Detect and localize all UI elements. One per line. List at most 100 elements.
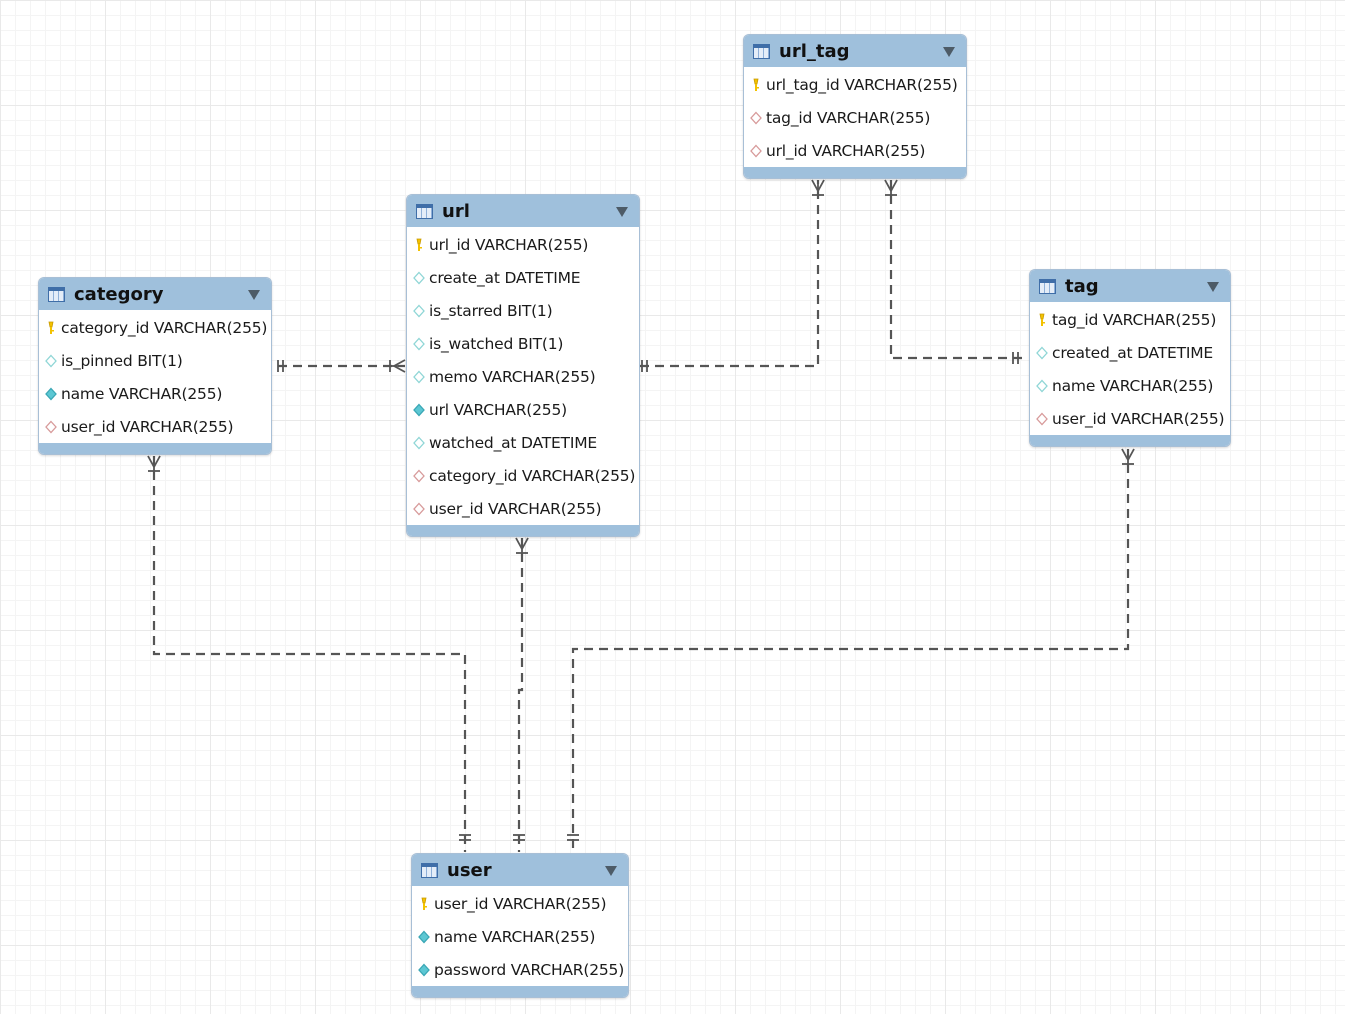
crows-foot-mark bbox=[393, 359, 406, 367]
column-row[interactable]: category_id VARCHAR(255) bbox=[39, 311, 271, 344]
collapse-arrow-icon[interactable] bbox=[616, 207, 628, 217]
column-label: name VARCHAR(255) bbox=[61, 384, 223, 403]
table-footer bbox=[1030, 435, 1230, 446]
column-label: create_at DATETIME bbox=[429, 268, 581, 287]
column-row[interactable]: is_pinned BIT(1) bbox=[39, 344, 271, 377]
crows-foot-mark bbox=[521, 537, 529, 550]
nullable-column-icon bbox=[413, 271, 425, 284]
collapse-arrow-icon[interactable] bbox=[605, 866, 617, 876]
column-label: memo VARCHAR(255) bbox=[429, 367, 596, 386]
column-row[interactable]: create_at DATETIME bbox=[407, 261, 639, 294]
table-user[interactable]: user user_id VARCHAR(255) name VARCHAR(255… bbox=[411, 853, 629, 998]
relationship-url-tag-tag bbox=[889, 180, 1028, 360]
column-label: url_tag_id VARCHAR(255) bbox=[766, 75, 958, 94]
crows-foot-mark bbox=[1121, 448, 1129, 461]
foreign-key-icon bbox=[413, 469, 425, 482]
column-label: url_id VARCHAR(255) bbox=[766, 141, 926, 160]
nullable-column-icon bbox=[413, 370, 425, 383]
column-label: tag_id VARCHAR(255) bbox=[766, 108, 931, 127]
column-label: tag_id VARCHAR(255) bbox=[1052, 310, 1217, 329]
foreign-key-icon bbox=[750, 144, 762, 157]
relationship-url-user bbox=[517, 538, 524, 852]
table-header[interactable]: url_tag bbox=[744, 35, 966, 67]
table-title: category bbox=[74, 283, 164, 305]
crows-foot-mark bbox=[890, 179, 898, 192]
table-icon bbox=[753, 43, 770, 59]
column-label: is_starred BIT(1) bbox=[429, 301, 553, 320]
table-title: user bbox=[447, 859, 492, 881]
nullable-column-icon bbox=[413, 337, 425, 350]
column-row[interactable]: url_tag_id VARCHAR(255) bbox=[744, 68, 966, 101]
column-row[interactable]: name VARCHAR(255) bbox=[412, 920, 628, 953]
column-row[interactable]: tag_id VARCHAR(255) bbox=[744, 101, 966, 134]
table-url[interactable]: url url_id VARCHAR(255) create_at DATETIME… bbox=[406, 194, 640, 537]
foreign-key-icon bbox=[413, 502, 425, 515]
crows-foot-mark bbox=[884, 179, 892, 192]
column-row[interactable]: is_starred BIT(1) bbox=[407, 294, 639, 327]
table-footer bbox=[744, 167, 966, 178]
column-row[interactable]: tag_id VARCHAR(255) bbox=[1030, 303, 1230, 336]
nullable-column-icon bbox=[413, 436, 425, 449]
table-header[interactable]: category bbox=[39, 278, 271, 310]
relationship-url-tag-url bbox=[640, 180, 820, 368]
table-footer bbox=[407, 525, 639, 536]
table-icon bbox=[1039, 278, 1056, 294]
collapse-arrow-icon[interactable] bbox=[1207, 282, 1219, 292]
crows-foot-mark bbox=[1127, 448, 1135, 461]
column-row[interactable]: user_id VARCHAR(255) bbox=[39, 410, 271, 443]
column-label: is_pinned BIT(1) bbox=[61, 351, 183, 370]
column-row[interactable]: created_at DATETIME bbox=[1030, 336, 1230, 369]
collapse-arrow-icon[interactable] bbox=[248, 290, 260, 300]
table-icon bbox=[48, 286, 65, 302]
column-row[interactable]: memo VARCHAR(255) bbox=[407, 360, 639, 393]
crows-foot-mark bbox=[393, 365, 406, 373]
nullable-column-icon bbox=[1036, 346, 1048, 359]
primary-key-icon bbox=[750, 78, 762, 91]
column-label: user_id VARCHAR(255) bbox=[434, 894, 607, 913]
column-row[interactable]: name VARCHAR(255) bbox=[1030, 369, 1230, 402]
crows-foot-mark bbox=[817, 179, 825, 192]
crows-foot-mark bbox=[811, 179, 819, 192]
foreign-key-icon bbox=[1036, 412, 1048, 425]
table-tag[interactable]: tag tag_id VARCHAR(255) created_at DATETIM… bbox=[1029, 269, 1231, 447]
table-url-tag[interactable]: url_tag url_tag_id VARCHAR(255) tag_id VAR… bbox=[743, 34, 967, 179]
column-row[interactable]: url_id VARCHAR(255) bbox=[744, 134, 966, 167]
column-label: password VARCHAR(255) bbox=[434, 960, 625, 979]
column-row[interactable]: watched_at DATETIME bbox=[407, 426, 639, 459]
column-label: user_id VARCHAR(255) bbox=[429, 499, 602, 518]
not-null-column-icon bbox=[418, 930, 430, 943]
column-row[interactable]: user_id VARCHAR(255) bbox=[407, 492, 639, 525]
not-null-column-icon bbox=[413, 403, 425, 416]
column-row[interactable]: category_id VARCHAR(255) bbox=[407, 459, 639, 492]
primary-key-icon bbox=[1036, 313, 1048, 326]
column-label: category_id VARCHAR(255) bbox=[61, 318, 268, 337]
column-row[interactable]: url VARCHAR(255) bbox=[407, 393, 639, 426]
column-label: name VARCHAR(255) bbox=[434, 927, 596, 946]
column-row[interactable]: user_id VARCHAR(255) bbox=[412, 887, 628, 920]
column-label: url_id VARCHAR(255) bbox=[429, 235, 589, 254]
nullable-column-icon bbox=[413, 304, 425, 317]
primary-key-icon bbox=[45, 321, 57, 334]
table-icon bbox=[416, 203, 433, 219]
column-label: url VARCHAR(255) bbox=[429, 400, 567, 419]
table-header[interactable]: url bbox=[407, 195, 639, 227]
column-label: user_id VARCHAR(255) bbox=[61, 417, 234, 436]
table-header[interactable]: user bbox=[412, 854, 628, 886]
relationship-tag-user bbox=[571, 449, 1130, 852]
table-title: tag bbox=[1065, 275, 1099, 297]
column-row[interactable]: user_id VARCHAR(255) bbox=[1030, 402, 1230, 435]
column-row[interactable]: url_id VARCHAR(255) bbox=[407, 228, 639, 261]
table-title: url bbox=[442, 200, 470, 222]
table-footer bbox=[412, 986, 628, 997]
table-header[interactable]: tag bbox=[1030, 270, 1230, 302]
table-category[interactable]: category category_id VARCHAR(255) is_pinne… bbox=[38, 277, 272, 455]
column-row[interactable]: password VARCHAR(255) bbox=[412, 953, 628, 986]
column-label: user_id VARCHAR(255) bbox=[1052, 409, 1225, 428]
column-row[interactable]: is_watched BIT(1) bbox=[407, 327, 639, 360]
not-null-column-icon bbox=[418, 963, 430, 976]
column-row[interactable]: name VARCHAR(255) bbox=[39, 377, 271, 410]
table-title: url_tag bbox=[779, 40, 850, 62]
nullable-column-icon bbox=[1036, 379, 1048, 392]
collapse-arrow-icon[interactable] bbox=[943, 47, 955, 57]
